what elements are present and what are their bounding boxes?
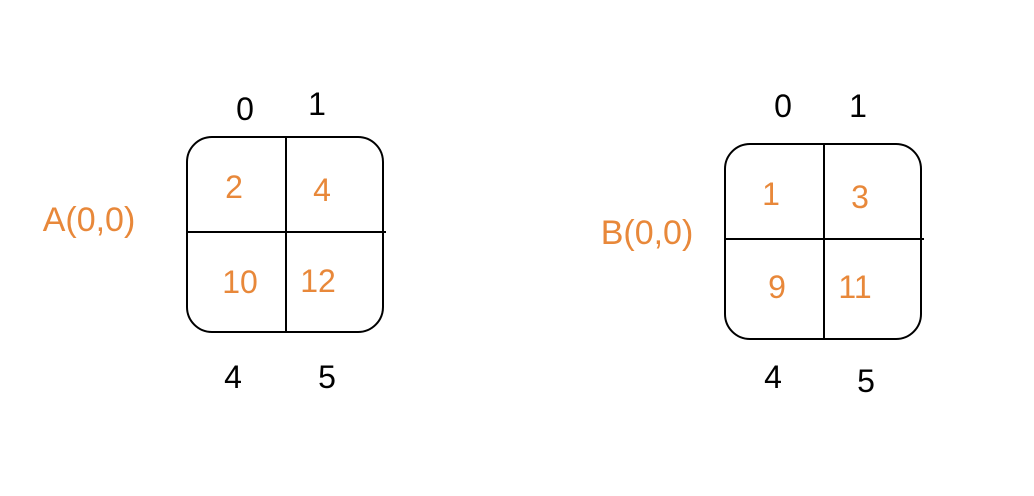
grid-a-cell-2: 10 [222, 264, 258, 300]
grid-a-box [186, 136, 386, 333]
grid-a-top-index-0: 0 [236, 91, 254, 127]
grid-a-name: A(0,0) [42, 201, 136, 239]
grid-b-cell-1: 3 [851, 179, 869, 215]
grid-b-bottom-index-1: 5 [857, 363, 875, 399]
grid-a-cell-0: 2 [225, 169, 243, 205]
grid-a-bottom-index-1: 5 [318, 359, 336, 395]
grid-a-vertical-divider [285, 138, 287, 331]
grid-a-cell-3: 12 [300, 263, 336, 299]
grid-b-cell-3: 11 [838, 269, 872, 305]
grid-b-horizontal-divider [726, 238, 924, 240]
grid-b-top-index-1: 1 [849, 88, 867, 124]
grid-b-vertical-divider [823, 145, 825, 338]
grid-b-top-index-0: 0 [774, 88, 792, 124]
grid-a-cell-1: 4 [313, 172, 331, 208]
grid-a-top-index-1: 1 [308, 86, 326, 122]
grid-b-box [724, 143, 924, 340]
grid-b-bottom-index-0: 4 [764, 359, 782, 395]
grid-b-name: B(0,0) [600, 214, 694, 252]
grid-a-bottom-index-0: 4 [224, 359, 242, 395]
grid-b-cell-2: 9 [768, 269, 786, 305]
grid-a-horizontal-divider [188, 231, 386, 233]
grid-b-cell-0: 1 [762, 176, 780, 212]
